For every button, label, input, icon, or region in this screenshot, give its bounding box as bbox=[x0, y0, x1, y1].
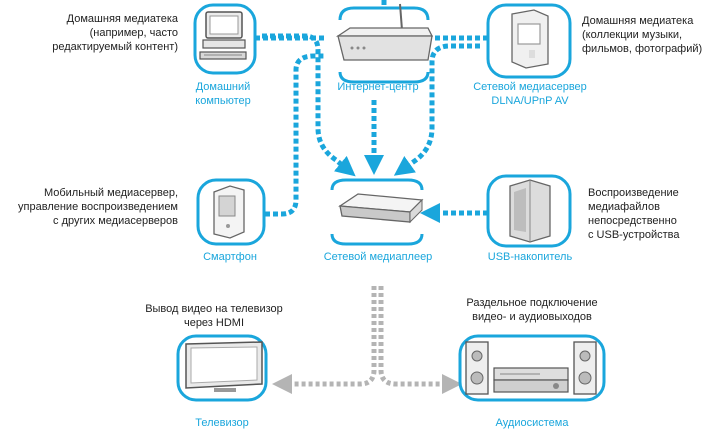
caption-tv: Телевизор bbox=[195, 417, 249, 429]
smartphone-icon bbox=[213, 185, 245, 239]
note-usb-playback: Воспроизведение медиафайлов непосредстве… bbox=[588, 187, 680, 241]
usb-drive-icon bbox=[509, 179, 551, 243]
desktop-computer-icon bbox=[199, 11, 247, 60]
frame-router-top bbox=[338, 6, 430, 21]
caption-media-player: Сетевой медиаплеер bbox=[323, 251, 433, 263]
note-hdmi-out: Вывод видео на телевизор через HDMI bbox=[145, 303, 283, 329]
caption-usb-drive: USB-накопитель bbox=[487, 251, 573, 263]
frame-player-bottom bbox=[330, 233, 424, 246]
frame-router-bottom bbox=[338, 71, 430, 84]
media-player-icon bbox=[338, 193, 424, 224]
link-player-tv bbox=[272, 286, 377, 394]
link-server-player bbox=[393, 43, 480, 176]
link-phone-router bbox=[265, 53, 324, 217]
caption-smartphone: Смартфон bbox=[203, 251, 257, 263]
router-icon bbox=[335, 3, 434, 61]
network-links bbox=[255, 0, 488, 223]
speakers-icon bbox=[465, 341, 597, 395]
output-links bbox=[272, 286, 462, 394]
tv-icon bbox=[185, 341, 263, 392]
note-home-library-right: Домашняя медиатека (коллекции музыки, фи… bbox=[582, 15, 703, 55]
frame-player-top bbox=[330, 178, 424, 191]
link-player-audio bbox=[378, 286, 462, 394]
note-home-library-left: Домашняя медиатека (например, часто реда… bbox=[52, 13, 178, 53]
note-separate-out: Раздельное подключение видео- и аудиовых… bbox=[466, 297, 598, 323]
caption-media-server: Сетевой медиасервер DLNA/UPnP AV bbox=[473, 81, 587, 107]
caption-audio: Аудиосистема bbox=[495, 417, 569, 429]
caption-home-pc: Домашний компьютер bbox=[195, 81, 251, 107]
link-pc-player bbox=[262, 33, 356, 177]
note-mobile-server: Мобильный медиасервер, управление воспро… bbox=[18, 187, 178, 227]
nas-server-icon bbox=[511, 9, 549, 69]
caption-internet-center: Интернет-центр bbox=[337, 81, 419, 93]
